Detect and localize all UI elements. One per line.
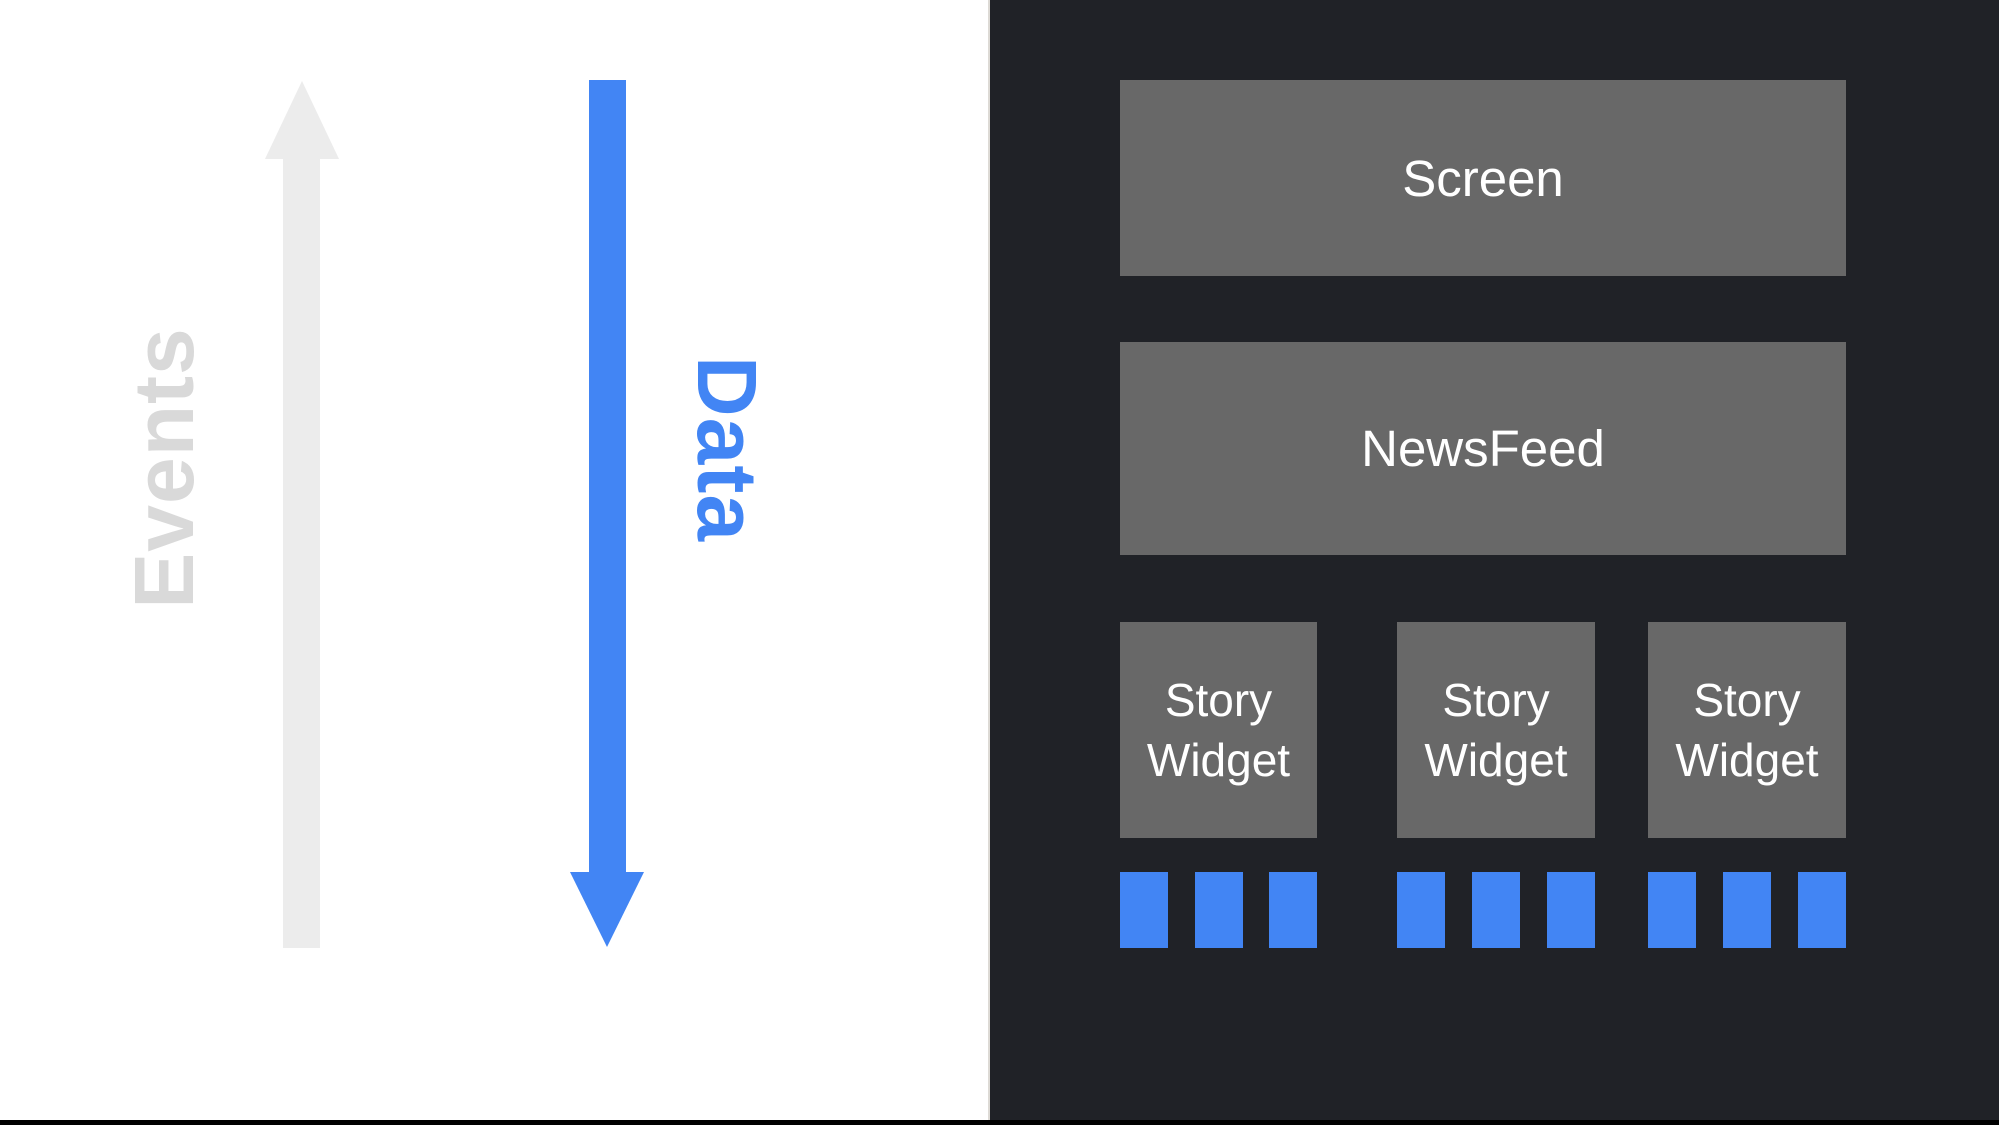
arrow-up-shaft	[283, 158, 320, 948]
data-block-square	[1120, 872, 1168, 948]
data-block-square	[1798, 872, 1846, 948]
story-widget-label: Story Widget	[1675, 674, 1819, 786]
screen-box-label: Screen	[1402, 149, 1564, 207]
data-block-square	[1397, 872, 1445, 948]
panel-seam	[988, 0, 990, 1120]
data-block-square	[1472, 872, 1520, 948]
story-1-data-blocks	[1120, 872, 1317, 948]
data-block-square	[1648, 872, 1696, 948]
newsfeed-box-label: NewsFeed	[1361, 420, 1605, 477]
arrow-down-head-icon	[570, 872, 644, 947]
arrow-down-shaft	[589, 80, 626, 874]
story-widget-box-3: Story Widget	[1648, 622, 1846, 838]
data-block-square	[1723, 872, 1771, 948]
events-label: Events	[117, 327, 211, 609]
story-3-data-blocks	[1648, 872, 1846, 948]
data-block-square	[1194, 872, 1243, 948]
story-2-data-blocks	[1397, 872, 1595, 948]
arrow-up-head-icon	[265, 81, 339, 159]
screen-box: Screen	[1120, 80, 1846, 276]
data-block-square	[1547, 872, 1595, 948]
story-widget-box-2: Story Widget	[1397, 622, 1595, 838]
data-block-square	[1269, 872, 1317, 948]
letterbox-bar	[0, 1120, 1999, 1125]
data-label: Data	[680, 355, 774, 543]
story-widget-box-1: Story Widget	[1120, 622, 1317, 838]
newsfeed-box: NewsFeed	[1120, 342, 1846, 555]
story-widget-label: Story Widget	[1146, 674, 1291, 786]
story-widget-label: Story Widget	[1424, 674, 1568, 786]
events-up-arrow	[265, 81, 339, 948]
data-down-arrow	[570, 80, 644, 947]
